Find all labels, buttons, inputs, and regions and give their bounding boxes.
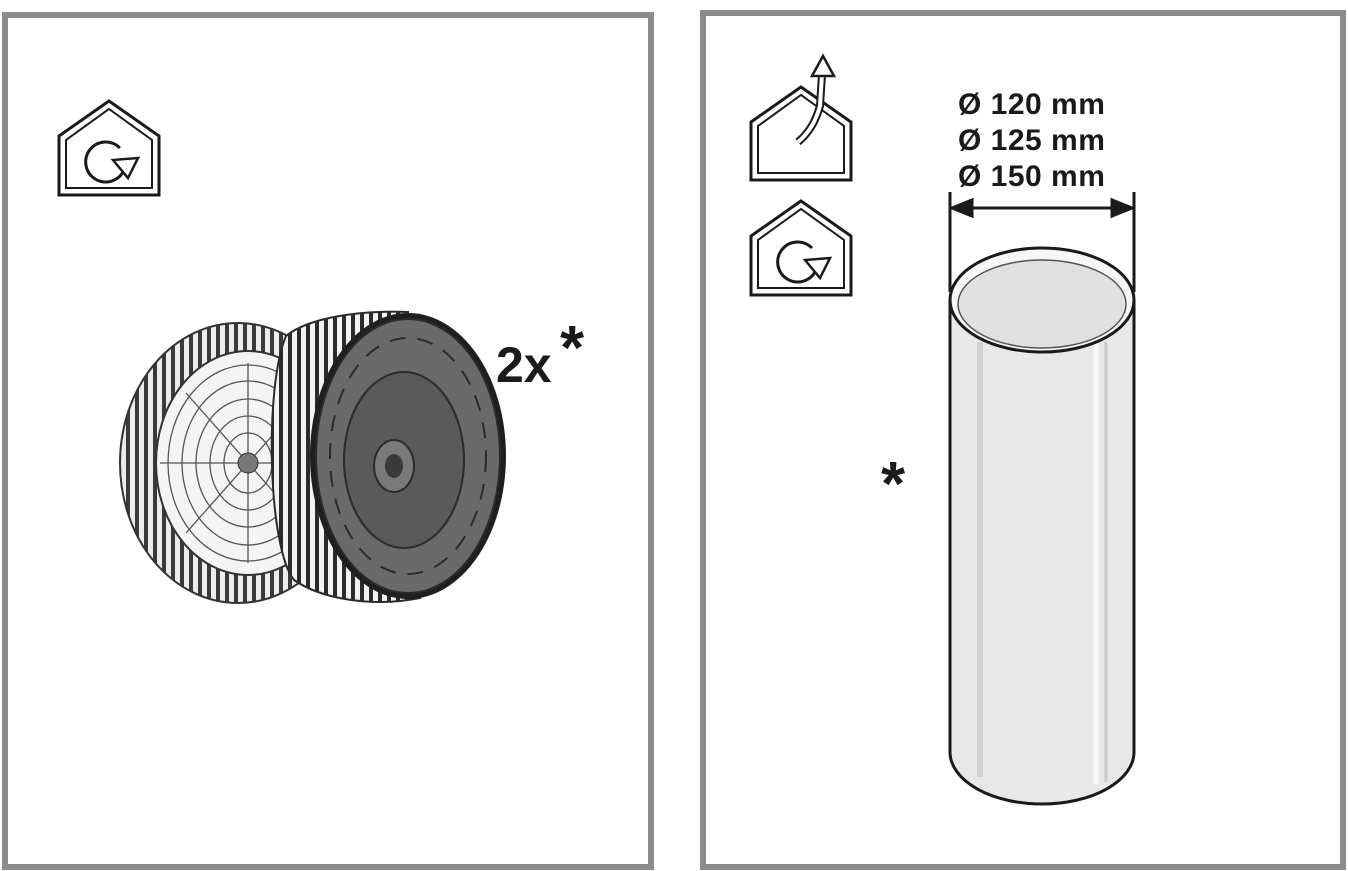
diameter-label-150: Ø 150 mm bbox=[958, 160, 1106, 193]
diameter-label-125: Ø 125 mm bbox=[958, 124, 1106, 157]
duct-tube-illustration bbox=[947, 192, 1137, 806]
asterisk-mark: * bbox=[881, 450, 906, 519]
carbon-filter-illustration bbox=[119, 310, 506, 604]
diameter-arrow bbox=[947, 192, 1137, 292]
extraction-icon bbox=[749, 53, 853, 182]
duct-tube bbox=[948, 246, 1136, 806]
recirculation-icon bbox=[749, 199, 853, 297]
diameter-label-120: Ø 120 mm bbox=[958, 88, 1106, 121]
asterisk-mark: * bbox=[560, 314, 585, 383]
recirculation-icon bbox=[57, 99, 161, 197]
front-filter bbox=[270, 310, 506, 603]
quantity-label: 2x bbox=[496, 337, 552, 393]
right-panel: Ø 120 mm Ø 125 mm Ø 150 mm * bbox=[700, 10, 1346, 870]
left-panel: 2x * bbox=[2, 12, 654, 870]
